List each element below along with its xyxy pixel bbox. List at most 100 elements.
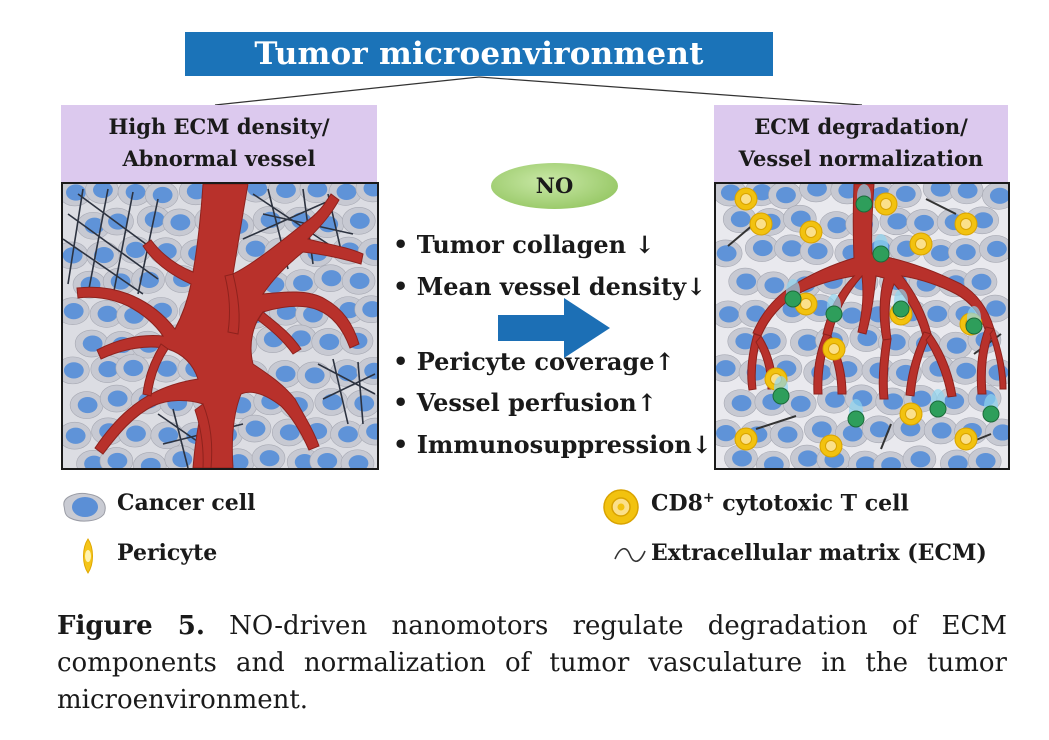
cancer-cell-nucleus: [108, 213, 128, 230]
left-header-line2: Abnormal vessel: [122, 146, 316, 171]
t-cell-core: [825, 440, 837, 452]
cancer-cell-nucleus: [782, 240, 802, 257]
cancer-cell-nucleus: [107, 390, 128, 407]
cancer-cell-nucleus: [887, 213, 908, 230]
cancer-cell-nucleus: [956, 362, 977, 379]
cancer-cell-nucleus: [971, 273, 992, 290]
effect-vessel-perfusion: • Vessel perfusion↑: [393, 388, 657, 417]
effect-immunosuppression: • Immunosuppression↓: [393, 430, 712, 459]
ecm-fiber-icon: [614, 547, 646, 563]
cancer-cell-nucleus: [798, 450, 818, 467]
cancer-cell-nucleus: [931, 245, 951, 262]
cancer-cell-nucleus: [895, 185, 916, 203]
cancer-cell-nucleus: [317, 453, 338, 468]
t-cell-core: [740, 193, 752, 205]
effect-mean-vessel-density: • Mean vessel density↓: [393, 272, 707, 301]
nanomotor: [847, 410, 865, 428]
cancer-cell-nucleus: [279, 424, 300, 441]
abnormal-vessel-panel: [61, 182, 379, 470]
nanomotor: [872, 245, 890, 263]
cancer-cell-nucleus: [158, 427, 179, 444]
cancer-cell-nucleus: [777, 426, 798, 443]
cancer-cell-nucleus: [955, 244, 976, 261]
dense-ecm-mesh: [63, 188, 376, 468]
cancer-cell-nucleus: [294, 454, 315, 468]
cancer-cell-nucleus: [275, 365, 296, 383]
cancer-cell-nucleus: [947, 455, 968, 468]
cancer-cell-nucleus: [276, 184, 296, 198]
cancer-cell-nucleus: [126, 425, 146, 442]
cancer-cell-nucleus: [869, 421, 890, 438]
cancer-cell-nucleus: [110, 273, 131, 290]
cancer-cell-nucleus: [842, 425, 863, 442]
cancer-cell-nucleus: [348, 455, 369, 468]
cancer-cell-nucleus: [842, 307, 862, 324]
cancer-cell-nucleus: [975, 453, 996, 468]
cancer-cell-nucleus: [719, 306, 739, 323]
cancer-cell-nucleus: [247, 184, 268, 197]
nanomotor: [855, 195, 873, 213]
pericyte-icon: [83, 538, 93, 574]
nanomotor: [965, 317, 983, 335]
cancer-cell-nucleus: [107, 452, 128, 468]
cancer-cell-nucleus: [363, 184, 377, 197]
cancer-cell-nucleus: [855, 456, 876, 468]
t-cell-core: [740, 433, 752, 445]
cancer-cell-nucleus: [790, 395, 811, 412]
cancer-cell-nucleus: [807, 242, 828, 260]
no-label-ellipse: NO: [491, 163, 618, 209]
cancer-cell-nucleus: [123, 359, 144, 377]
cancer-cell-nucleus: [97, 305, 118, 322]
cancer-cell-nucleus: [152, 186, 173, 204]
t-cell-core: [800, 298, 812, 310]
cancer-cell-nucleus: [94, 246, 114, 264]
cancer-cell-nucleus: [125, 184, 146, 201]
cancer-cell-nucleus: [927, 305, 948, 322]
right-header-line1: ECM degradation/: [754, 114, 968, 139]
cancer-cell-nucleus: [349, 212, 370, 229]
legend-cancer-cell-label: Cancer cell: [117, 490, 256, 516]
abnormal-vessel-illustration: [63, 184, 377, 468]
cancer-cell-nucleus: [366, 423, 377, 440]
cancer-cell-nucleus: [321, 270, 342, 287]
cancer-cell-nucleus: [82, 335, 103, 352]
cancer-cell-nucleus: [293, 275, 313, 292]
cancer-cell-nucleus: [716, 425, 736, 442]
cancer-cell-nucleus: [973, 212, 994, 229]
cancer-cell-nucleus: [228, 454, 249, 468]
nanomotor: [982, 405, 1000, 423]
nanomotor: [784, 290, 802, 308]
cancer-cell-nucleus: [731, 395, 752, 412]
cancer-cell-nucleus: [84, 455, 104, 468]
cancer-cell-nucleus: [93, 184, 113, 199]
cancer-cell-nucleus: [992, 424, 1008, 441]
cancer-cell-nucleus: [157, 360, 177, 377]
t-cell-core: [960, 433, 972, 445]
cancer-cell-nucleus: [776, 186, 796, 204]
title-connector-lines: [214, 76, 863, 106]
nanomotor: [929, 400, 947, 418]
cancer-cell-nucleus: [338, 426, 358, 443]
cancer-cell-nucleus: [735, 333, 756, 350]
t-cell-core: [755, 218, 767, 230]
cancer-cell-nucleus: [170, 214, 191, 231]
cancer-cell-nucleus: [186, 184, 207, 200]
cancer-cell-nucleus: [98, 360, 119, 378]
legend-cd8-label: CD8+ cytotoxic T cell: [651, 490, 909, 517]
normalized-blood-vessel: [747, 184, 1007, 400]
cancer-cell-nucleus: [354, 395, 375, 412]
cancer-cell-nucleus: [986, 240, 1007, 258]
cancer-cell-nucleus: [172, 451, 193, 468]
effect-tumor-collagen: • Tumor collagen ↓: [393, 230, 655, 259]
cancer-cell-nucleus: [857, 329, 878, 347]
nanomotor: [772, 387, 790, 405]
cancer-cell-nucleus: [125, 241, 146, 258]
normalized-vessel-panel: [714, 182, 1010, 470]
cancer-cell-nucleus: [986, 300, 1006, 317]
cancer-cell-nucleus: [957, 184, 978, 199]
figure-caption: Figure 5. NO-driven nanomotors regulate …: [57, 608, 1007, 719]
cancer-cell-nucleus: [989, 187, 1008, 204]
cancer-cell-nucleus: [736, 273, 757, 290]
cancer-cell-nucleus: [716, 360, 736, 377]
cancer-cell-nucleus: [63, 303, 84, 320]
